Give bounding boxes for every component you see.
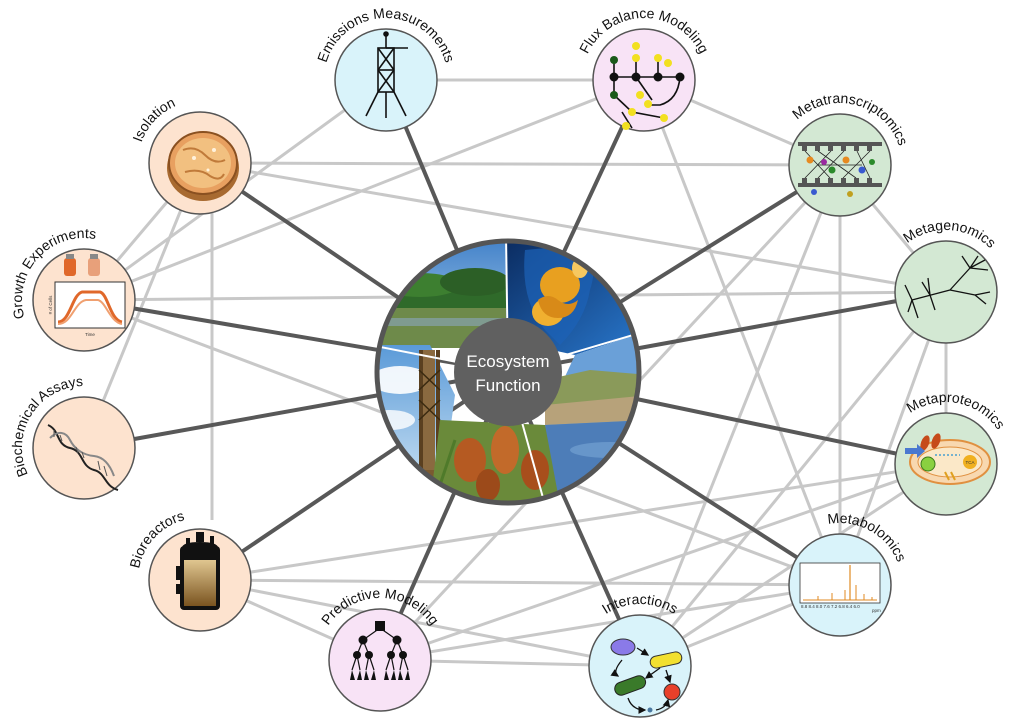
tca-label: TCA bbox=[966, 460, 975, 465]
hub-title-line1: Ecosystem bbox=[466, 352, 549, 371]
growth-y-axis-label: # of Cells bbox=[48, 295, 53, 315]
phylogenetic-tree-icon bbox=[904, 255, 991, 319]
spectrum-axis-unit: ppm bbox=[872, 608, 881, 613]
hub-border bbox=[374, 238, 642, 506]
tower-icon bbox=[365, 31, 408, 118]
node-interactions[interactable]: Interactions bbox=[578, 591, 702, 718]
node-biochemical-assays[interactable]: Biochemical Assays bbox=[0, 360, 146, 500]
node-isolation[interactable]: Isolation bbox=[129, 94, 262, 215]
growth-x-axis-label: Time bbox=[85, 332, 95, 337]
spectrum-axis-ticks: 8.8 8.4 8.0 7.6 7.2 6.8 6.4 6.0 bbox=[801, 604, 860, 609]
dna-icon bbox=[47, 424, 119, 491]
node-growth-experiments[interactable]: # of Cells Time Growth Experiments bbox=[0, 211, 146, 352]
network-icon bbox=[609, 42, 685, 130]
node-bioreactors[interactable]: Bioreactors bbox=[126, 507, 262, 632]
hub-title-line2: Function bbox=[475, 376, 540, 395]
ecosystem-function-hub[interactable]: Ecosystem Function bbox=[365, 235, 650, 506]
petri-dish-icon bbox=[167, 131, 239, 201]
spectrum-icon: 8.8 8.4 8.0 7.6 7.2 6.8 6.4 6.0 ppm bbox=[799, 562, 881, 613]
node-predictive-modeling[interactable]: Predictive Modeling bbox=[318, 585, 442, 712]
cell-icon: TCA bbox=[905, 433, 991, 485]
growth-curve-icon: # of Cells Time bbox=[48, 254, 126, 337]
node-flux-balance-modeling[interactable]: Flux Balance Modeling bbox=[576, 5, 712, 132]
bioreactor-icon bbox=[176, 532, 220, 610]
decision-tree-icon bbox=[350, 621, 410, 680]
node-metagenomics[interactable]: Metagenomics bbox=[884, 217, 1008, 344]
node-metatranscriptomics[interactable]: Metatranscriptomics bbox=[778, 90, 911, 217]
node-metabolomics[interactable]: 8.8 8.4 8.0 7.6 7.2 6.8 6.4 6.0 ppm Meta… bbox=[778, 510, 910, 637]
regulatory-network-icon bbox=[798, 142, 882, 197]
hub-label-disc bbox=[454, 318, 562, 426]
microbe-interaction-icon bbox=[610, 638, 683, 714]
node-metaproteomics[interactable]: TCA Metaproteomics bbox=[884, 389, 1009, 516]
node-emissions-measurements[interactable]: Emissions Measurements bbox=[314, 5, 458, 132]
